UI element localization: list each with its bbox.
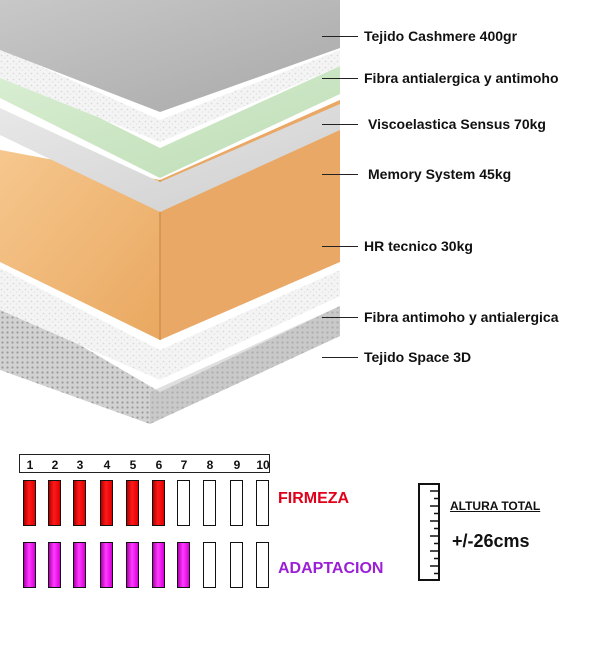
scale-number-9: 9: [233, 458, 241, 472]
firmeza-bar-6: [152, 480, 165, 526]
scale-number-6: 6: [155, 458, 163, 472]
firmeza-bar-9: [230, 480, 243, 526]
scale-box: [19, 454, 270, 473]
scale-number-2: 2: [51, 458, 59, 472]
firmeza-label: FIRMEZA: [278, 490, 350, 507]
firmeza-bar-3: [73, 480, 86, 526]
layer-memory: [0, 104, 340, 212]
altura-total-value: +/-26cms: [452, 531, 530, 551]
adaptacion-bar-3: [73, 542, 86, 588]
scale-number-8: 8: [206, 458, 214, 472]
adaptacion-bar-4: [100, 542, 113, 588]
firmeza-bar-10: [256, 480, 269, 526]
scale-number-1: 1: [26, 458, 34, 472]
adaptacion-bar-8: [203, 542, 216, 588]
scale-number-7: 7: [180, 458, 188, 472]
firmeza-bar-8: [203, 480, 216, 526]
adaptacion-bar-6: [152, 542, 165, 588]
layer-cashmere: [0, 0, 340, 112]
adaptacion-bar-2: [48, 542, 61, 588]
layer-visco: [0, 66, 340, 178]
scale-number-10: 10: [256, 458, 270, 472]
adaptacion-label: ADAPTACION: [278, 560, 384, 577]
leader-line-1: [322, 36, 358, 37]
leader-line-6: [322, 317, 358, 318]
leader-line-2: [322, 78, 358, 79]
ruler-icon: [418, 483, 440, 581]
layer-label-hr: HR tecnico 30kg: [364, 238, 473, 254]
layer-fibra-top: [0, 48, 340, 142]
adaptacion-bar-10: [256, 542, 269, 588]
adaptacion-bar-9: [230, 542, 243, 588]
firmeza-bar-4: [100, 480, 113, 526]
adaptacion-bar-1: [23, 542, 36, 588]
adaptacion-bar-7: [177, 542, 190, 588]
layer-space3d: [0, 298, 340, 424]
firmeza-bar-2: [48, 480, 61, 526]
leader-line-5: [322, 246, 358, 247]
scale-number-5: 5: [129, 458, 137, 472]
leader-line-3: [322, 124, 358, 125]
scale-number-4: 4: [103, 458, 111, 472]
layer-label-space3d: Tejido Space 3D: [364, 349, 472, 365]
firmeza-bar-7: [177, 480, 190, 526]
leader-line-4: [322, 174, 358, 175]
layer-label-memory: Memory System 45kg: [368, 166, 512, 182]
firmeza-bar-5: [126, 480, 139, 526]
firmeza-bar-1: [23, 480, 36, 526]
layer-label-visco: Viscoelastica Sensus 70kg: [368, 116, 546, 132]
layer-fibra-bottom: [0, 268, 340, 380]
layer-label-fibra-bottom: Fibra antimoho y antialergica: [364, 309, 559, 325]
altura-total-title: ALTURA TOTAL: [450, 499, 541, 513]
leader-line-7: [322, 357, 358, 358]
layer-label-fibra-top: Fibra antialergica y antimoho: [364, 70, 559, 86]
adaptacion-bar-5: [126, 542, 139, 588]
layer-label-cashmere: Tejido Cashmere 400gr: [364, 28, 518, 44]
scale-number-3: 3: [76, 458, 84, 472]
mattress-layers-diagram: [0, 0, 340, 424]
